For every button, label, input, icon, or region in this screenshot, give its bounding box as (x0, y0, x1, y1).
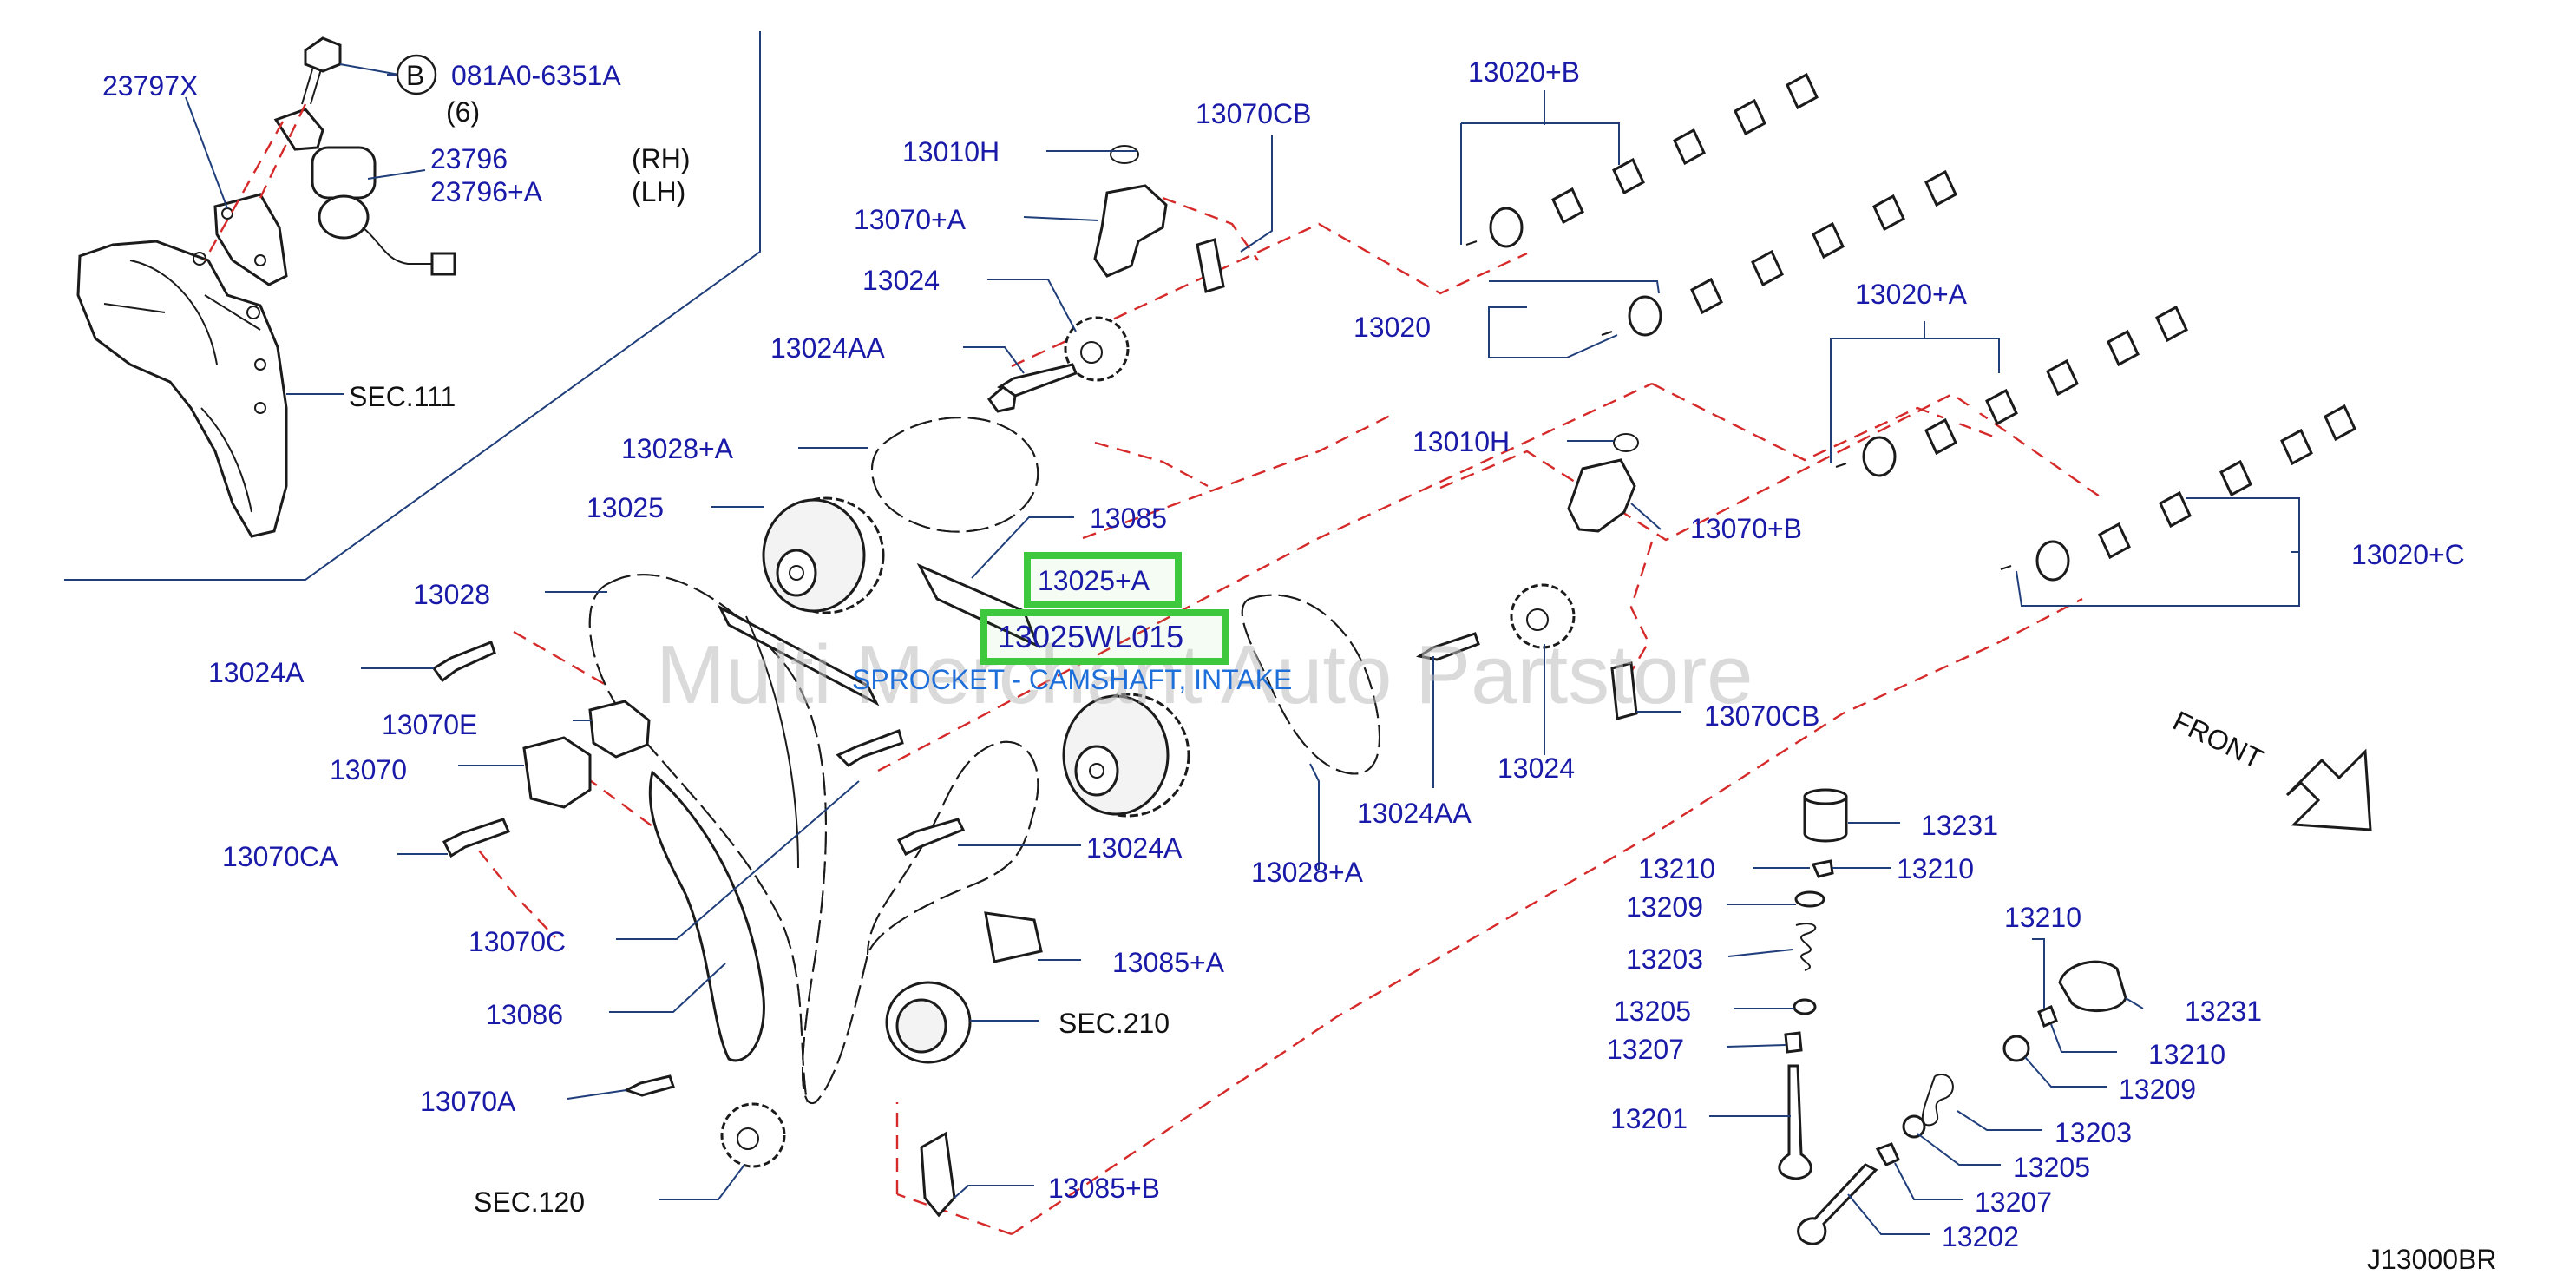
part-label-13086[interactable]: 13086 (486, 999, 563, 1030)
part-label-13010h-upper[interactable]: 13010H (902, 136, 1000, 168)
part-label-13070e[interactable]: 13070E (382, 709, 477, 740)
part-label-13231-left[interactable]: 13231 (1921, 810, 1998, 841)
part-label-13205-right[interactable]: 13205 (2013, 1152, 2090, 1183)
part-label-13020[interactable]: 13020 (1354, 312, 1431, 343)
section-ref-sec120[interactable]: SEC.120 (474, 1186, 585, 1218)
part-label-13025wl015[interactable]: 13025WL015 (998, 619, 1183, 654)
part-label-13025-plus-a[interactable]: 13025+A (1038, 565, 1150, 596)
valve-train (1778, 788, 2127, 1245)
part-label-13209-right[interactable]: 13209 (2119, 1074, 2196, 1105)
part-label-13210-b[interactable]: 13210 (1897, 853, 1974, 884)
part-label-13203-left[interactable]: 13203 (1626, 943, 1703, 975)
part-label-13025[interactable]: 13025 (587, 492, 664, 523)
part-label-13207-left[interactable]: 13207 (1607, 1034, 1684, 1065)
part-label-13070cb-upper[interactable]: 13070CB (1196, 98, 1311, 129)
inset-drawing (76, 36, 456, 538)
part-label-13085[interactable]: 13085 (1090, 503, 1167, 534)
part-label-13203-right[interactable]: 13203 (2055, 1117, 2132, 1148)
part-label-13070c[interactable]: 13070C (469, 926, 566, 957)
part-label-13070ca[interactable]: 13070CA (222, 841, 338, 872)
assembly-centerlines (464, 196, 2101, 1236)
part-label-081a0-6351a[interactable]: 081A0-6351A (451, 60, 621, 91)
watermark: Multi Merchant Auto Partstore (656, 628, 1753, 721)
part-label-13010h-lower[interactable]: 13010H (1413, 426, 1510, 457)
part-label-13028-plus-a-lower[interactable]: 13028+A (1251, 857, 1364, 888)
inset-labels: 23797X B 081A0-6351A (6) 23796 23796+A (… (102, 54, 691, 412)
part-label-23797x[interactable]: 23797X (102, 70, 198, 102)
part-label-13028-plus-a-upper[interactable]: 13028+A (621, 433, 734, 464)
front-arrow-icon (2285, 748, 2372, 831)
timing-chains (588, 417, 1380, 1105)
part-label-23796[interactable]: 23796 (430, 143, 508, 174)
bolt-callout-circle (396, 54, 437, 95)
part-label-13020-plus-c[interactable]: 13020+C (2351, 539, 2465, 570)
inset-frame (64, 31, 761, 581)
part-label-13024aa-upper[interactable]: 13024AA (770, 332, 885, 364)
camshafts (1465, 72, 2357, 582)
part-label-13070a[interactable]: 13070A (420, 1086, 516, 1117)
part-label-13210-a[interactable]: 13210 (1638, 853, 1715, 884)
part-description: SPROCKET - CAMSHAFT, INTAKE (852, 664, 1292, 695)
section-ref-sec210[interactable]: SEC.210 (1059, 1008, 1170, 1039)
part-label-13202[interactable]: 13202 (1942, 1221, 2019, 1252)
part-label-13024-lower[interactable]: 13024 (1498, 752, 1575, 784)
part-label-13024a-left[interactable]: 13024A (208, 657, 305, 688)
sprockets (720, 316, 1576, 1168)
part-label-13201[interactable]: 13201 (1610, 1103, 1688, 1134)
part-label-13020-plus-b[interactable]: 13020+B (1468, 56, 1580, 88)
diagram-code: J13000BR (2367, 1244, 2496, 1275)
part-label-13207-right[interactable]: 13207 (1975, 1186, 2052, 1218)
part-label-13210-c[interactable]: 13210 (2004, 902, 2081, 933)
chain-guides (522, 145, 1639, 1218)
part-label-13210-d[interactable]: 13210 (2148, 1039, 2225, 1070)
part-label-13085-plus-a[interactable]: 13085+A (1112, 947, 1225, 978)
bolt-callout-letter: B (406, 60, 424, 91)
selection-highlight: 13025+A 13025WL015 SPROCKET - CAMSHAFT, … (852, 552, 1292, 695)
side-label-rh: (RH) (632, 143, 691, 174)
front-direction-label: FRONT (2168, 705, 2268, 775)
side-label-lh: (LH) (632, 176, 685, 207)
part-label-13085-plus-b[interactable]: 13085+B (1048, 1173, 1160, 1204)
part-label-13209-left[interactable]: 13209 (1626, 891, 1703, 923)
highlight-box-13025-plus-a[interactable] (1024, 552, 1182, 608)
part-label-13024a-center[interactable]: 13024A (1086, 832, 1183, 864)
part-label-23796-plus-a[interactable]: 23796+A (430, 176, 543, 207)
bolts (431, 238, 1638, 1097)
callout-lines (185, 63, 2300, 1235)
part-label-13205-left[interactable]: 13205 (1614, 996, 1691, 1027)
part-label-13070[interactable]: 13070 (330, 754, 407, 785)
part-label-13070-plus-b[interactable]: 13070+B (1690, 513, 1802, 544)
part-label-13020-plus-a[interactable]: 13020+A (1855, 279, 1968, 310)
section-ref-sec111[interactable]: SEC.111 (349, 381, 456, 412)
part-label-13028[interactable]: 13028 (413, 579, 490, 610)
part-label-13070cb-lower[interactable]: 13070CB (1704, 700, 1819, 732)
highlight-box-13025wl015[interactable] (980, 609, 1229, 665)
part-label-13231-right[interactable]: 13231 (2185, 996, 2262, 1027)
part-label-13024aa-lower[interactable]: 13024AA (1357, 798, 1472, 829)
part-label-13070-plus-a[interactable]: 13070+A (854, 204, 967, 235)
part-label-13024-upper[interactable]: 13024 (862, 265, 940, 296)
bolt-quantity: (6) (446, 96, 480, 128)
